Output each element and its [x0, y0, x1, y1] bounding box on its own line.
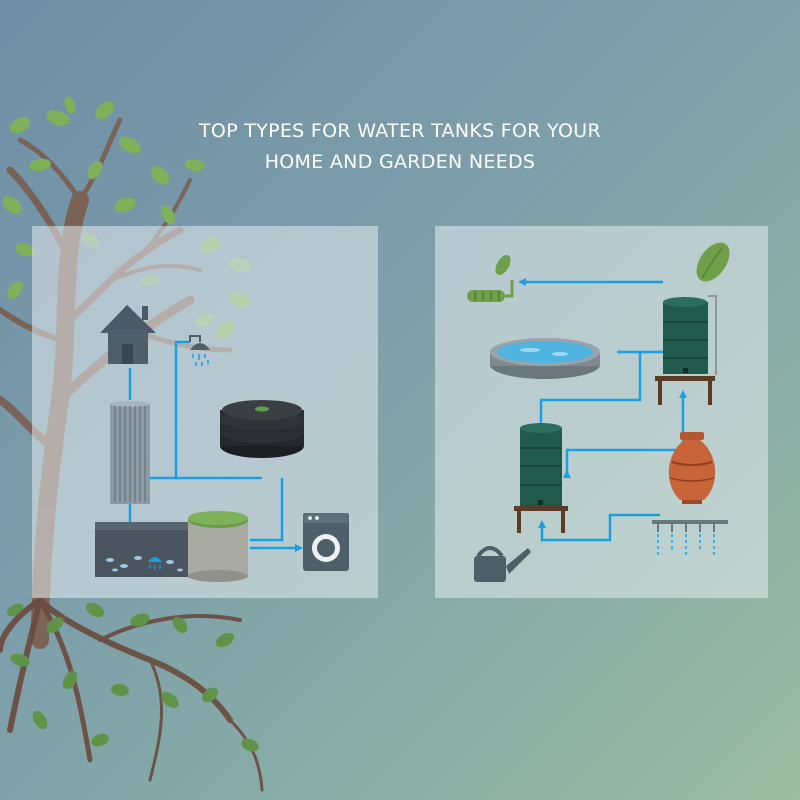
- stacked-poly-tank: [220, 400, 304, 458]
- drip-irrigation: [652, 520, 728, 556]
- house-icon: [100, 305, 156, 364]
- title-line-1: TOP TYPES FOR WATER TANKS FOR YOUR: [199, 120, 601, 142]
- right-panel: [435, 226, 768, 598]
- page-title: TOP TYPES FOR WATER TANKS FOR YOUR HOME …: [150, 116, 650, 178]
- title-line-2: HOME AND GARDEN NEEDS: [264, 151, 536, 173]
- right-pipes: [522, 280, 685, 542]
- underground-tank: [95, 522, 190, 577]
- slim-corrugated-tank: [110, 401, 150, 504]
- short-green-tank: [514, 423, 568, 533]
- pipe-arrow: [295, 544, 303, 552]
- shower-icon: [189, 335, 210, 366]
- pipe-arrows-right: [518, 278, 687, 528]
- washing-machine-icon: [303, 513, 349, 571]
- watering-can-icon: [474, 546, 531, 582]
- garden-hose-icon: [467, 255, 514, 302]
- tall-green-tank: [655, 242, 730, 405]
- concrete-round-tank: [188, 511, 248, 582]
- clay-urn: [668, 432, 716, 504]
- above-ground-pool: [490, 338, 600, 379]
